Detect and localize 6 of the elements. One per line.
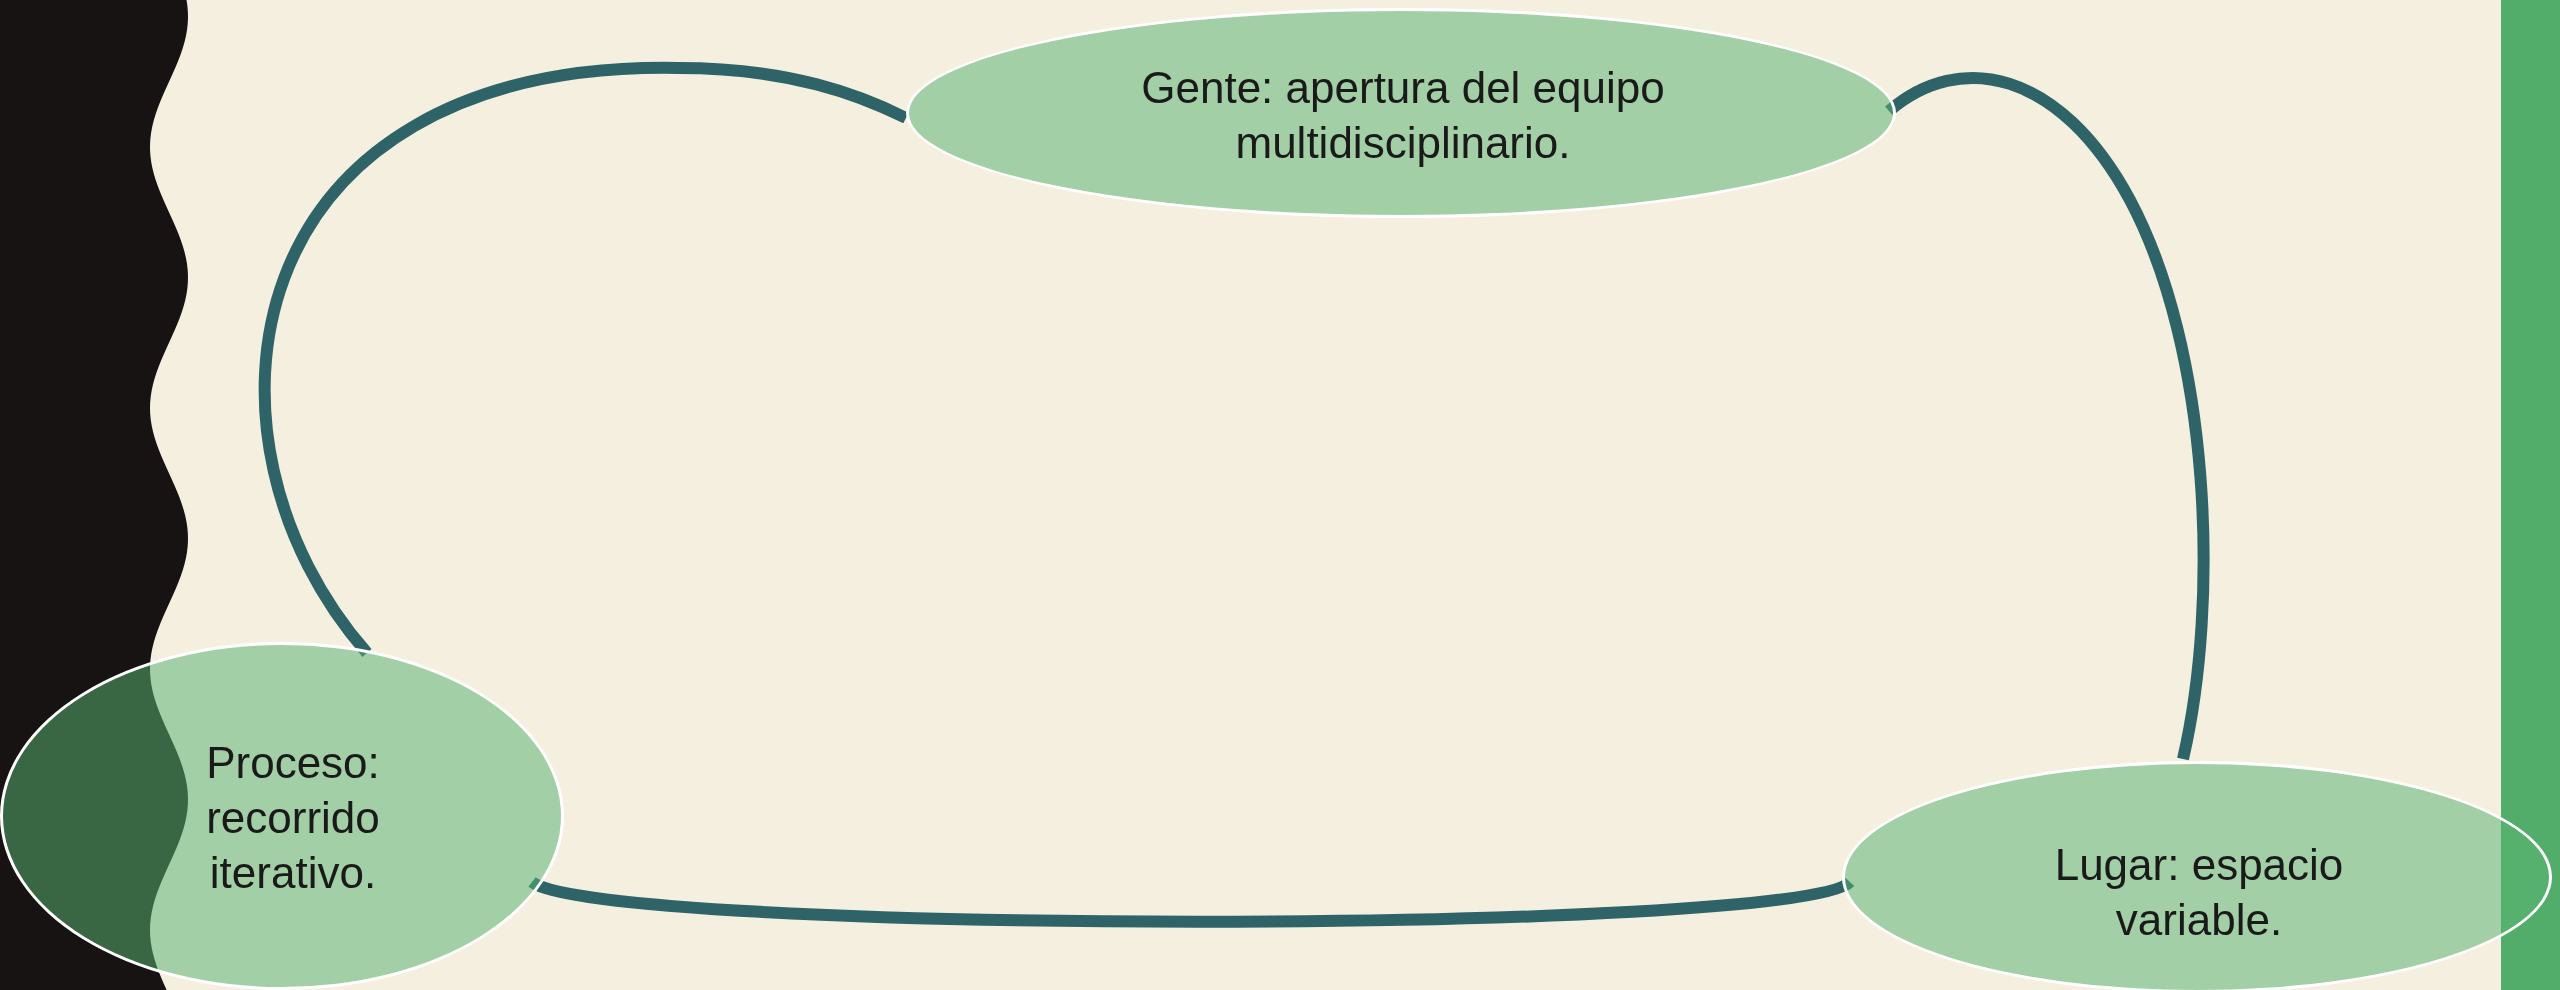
connector-curve bbox=[1885, 72, 2210, 761]
connector-curve bbox=[530, 876, 1852, 928]
node-label: Proceso: recorrido iterativo. bbox=[205, 736, 381, 899]
node-label: Gente: apertura del equipo multidisciplinario. bbox=[1140, 62, 1666, 169]
node-label: Lugar: espacio variable. bbox=[2053, 839, 2345, 946]
connector-curve bbox=[259, 62, 909, 657]
